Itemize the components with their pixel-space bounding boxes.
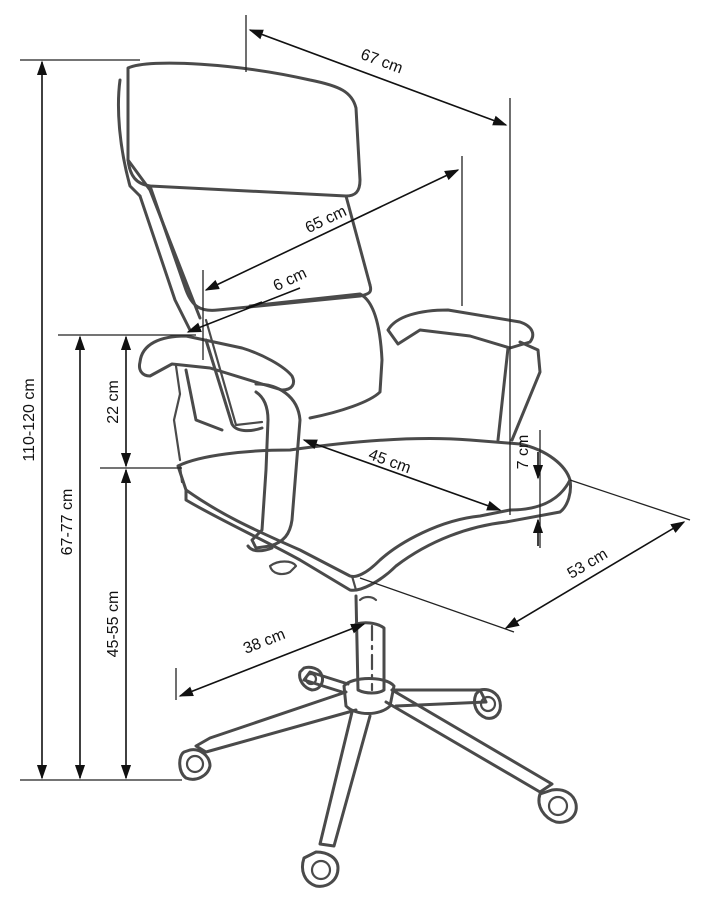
gas-lift [268, 560, 386, 695]
ext-depth-back [569, 479, 691, 521]
caster-right [537, 788, 578, 824]
dim-armrest-height-label: 67-77 cm [59, 489, 76, 556]
dim-base-radius: 38 cm [178, 623, 366, 697]
dim-total-height: 110-120 cm [21, 60, 48, 780]
dim-armrest-above-seat-label: 22 cm [105, 380, 122, 424]
dim-overall-width: 67 cm [248, 29, 508, 126]
caster-back-left [298, 665, 324, 692]
left-armrest [138, 334, 302, 553]
dim-seat-width: 45 cm [302, 439, 502, 511]
dim-seat-thickness-label: 7 cm [515, 435, 532, 470]
chair-drawing [116, 61, 578, 888]
dim-seat-depth-label: 53 cm [565, 546, 611, 583]
dim-backrest-width: 65 cm [204, 169, 460, 291]
dimension-annotations: 110-120 cm 67-77 cm 45-55 cm 22 cm 67 cm… [20, 15, 691, 781]
dim-total-height-label: 110-120 cm [21, 378, 38, 461]
ext-depth-front [359, 577, 515, 633]
dim-seat-thickness: 7 cm [515, 435, 544, 546]
dim-backrest-thickness-label: 6 cm [271, 265, 310, 295]
backrest-support [184, 338, 264, 433]
caster-front [301, 850, 340, 888]
dim-base-radius-label: 38 cm [241, 626, 288, 658]
right-armrest [386, 308, 542, 442]
dim-armrest-above-seat: 22 cm [105, 335, 132, 468]
dim-backrest-width-label: 65 cm [303, 203, 350, 237]
dim-seat-height-label: 45-55 cm [105, 591, 122, 658]
dim-seat-width-label: 45 cm [366, 446, 413, 477]
dim-seat-height: 45-55 cm [105, 468, 132, 780]
caster-back-right [472, 688, 502, 720]
dim-seat-depth: 53 cm [504, 521, 686, 629]
dim-armrest-height: 67-77 cm [59, 335, 86, 780]
caster-front-left [178, 748, 212, 781]
